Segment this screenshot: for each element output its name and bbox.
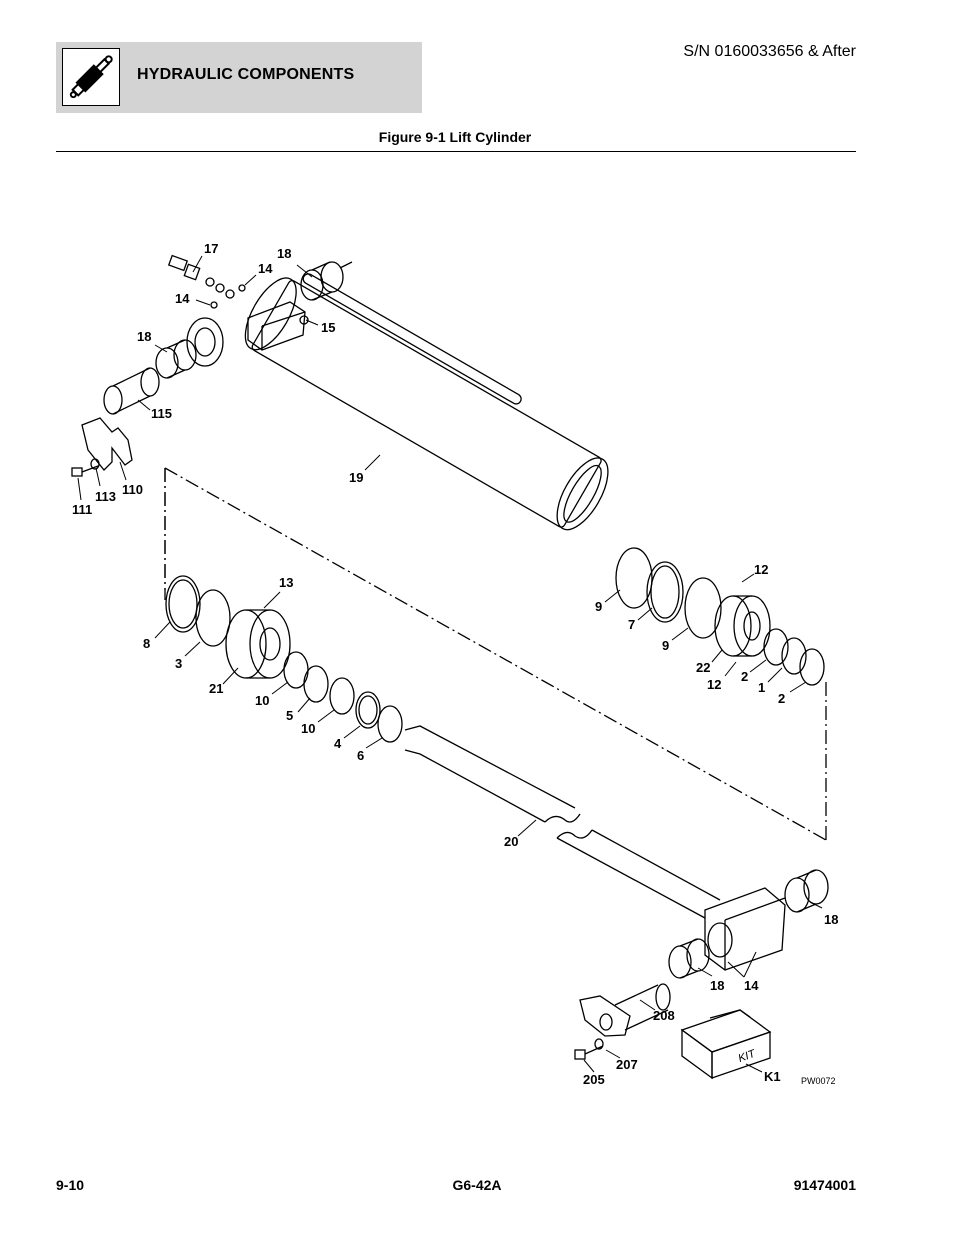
bushing-18-left — [155, 339, 197, 379]
callout: 22 — [696, 660, 710, 675]
section-title: HYDRAULIC COMPONENTS — [137, 66, 355, 83]
piston-22 — [714, 595, 771, 657]
bushing-18-top — [300, 261, 353, 301]
serial-number: S/N 0160033656 & After — [683, 43, 856, 60]
callout: 205 — [583, 1072, 605, 1087]
callout: 2 — [741, 669, 748, 684]
bushing-18-right — [784, 869, 829, 913]
callout: 17 — [204, 241, 218, 256]
rod-20 — [404, 725, 721, 919]
bolt-111 — [71, 458, 100, 477]
kit-box-k1 — [680, 1009, 772, 1080]
port-block — [247, 301, 306, 351]
callout: 5 — [286, 708, 293, 723]
ring-2-b — [799, 648, 825, 686]
callout: 18 — [824, 912, 838, 927]
hydraulic-cylinder-icon — [62, 48, 120, 106]
page-number: 9-10 — [56, 1177, 85, 1193]
callout: 8 — [143, 636, 150, 651]
seal-4 — [355, 691, 381, 729]
callout: 9 — [662, 638, 669, 653]
seal-7 — [646, 561, 684, 623]
pin-208 — [579, 983, 671, 1037]
seal-5 — [303, 665, 329, 703]
callout: 12 — [754, 562, 768, 577]
callout: 4 — [334, 736, 342, 751]
callout: 6 — [357, 748, 364, 763]
model-number: G6-42A — [452, 1177, 502, 1193]
seal-6 — [377, 705, 403, 743]
callout: 3 — [175, 656, 182, 671]
drawing-code: PW0072 — [801, 1076, 836, 1086]
kit-label: KIT — [737, 1047, 758, 1065]
seal-8 — [165, 575, 201, 633]
figure-title: Figure 9-1 Lift Cylinder — [378, 129, 532, 145]
callout: 13 — [279, 575, 293, 590]
section-header: HYDRAULIC COMPONENTS — [56, 42, 422, 113]
ring-1 — [781, 637, 807, 675]
callout: 18 — [710, 978, 724, 993]
callout: 14 — [744, 978, 759, 993]
rod-end-eye — [704, 887, 786, 971]
callout: 15 — [321, 320, 335, 335]
pin-115 — [103, 367, 160, 415]
callout: 14 — [175, 291, 190, 306]
document-number: 91474001 — [793, 1177, 856, 1193]
callout: 2 — [778, 691, 785, 706]
callout: 111 — [72, 502, 92, 517]
head-21 — [225, 609, 291, 679]
callout: 9 — [595, 599, 602, 614]
callout: 10 — [301, 721, 315, 736]
callout: 208 — [653, 1008, 675, 1023]
wear-ring-3 — [195, 589, 231, 647]
callout: 113 — [95, 489, 116, 504]
valve-17 — [167, 254, 309, 325]
barrel-end-eye — [186, 317, 224, 367]
callout: 115 — [151, 406, 172, 421]
cylinder-barrel — [244, 273, 609, 531]
callout: 19 — [349, 470, 363, 485]
callout: 110 — [122, 482, 143, 497]
callout: 18 — [137, 329, 151, 344]
callout: 1 — [758, 680, 765, 695]
callout: K1 — [764, 1069, 781, 1084]
seal-10-b — [329, 677, 355, 715]
callout: 12 — [707, 677, 721, 692]
callout: 20 — [504, 834, 518, 849]
bushing-18-bottom — [668, 938, 710, 979]
callout: 207 — [616, 1057, 638, 1072]
callout: 7 — [628, 617, 635, 632]
callout: 21 — [209, 681, 223, 696]
keeper-plate-110 — [81, 417, 133, 471]
header-divider — [56, 151, 856, 152]
ring-2-a — [763, 628, 789, 666]
seal-9-a — [615, 547, 653, 609]
callout: 10 — [255, 693, 269, 708]
seal-9-b — [684, 577, 722, 639]
bolt-205 — [574, 1038, 604, 1060]
callout: 18 — [277, 246, 291, 261]
callout: 14 — [258, 261, 273, 276]
